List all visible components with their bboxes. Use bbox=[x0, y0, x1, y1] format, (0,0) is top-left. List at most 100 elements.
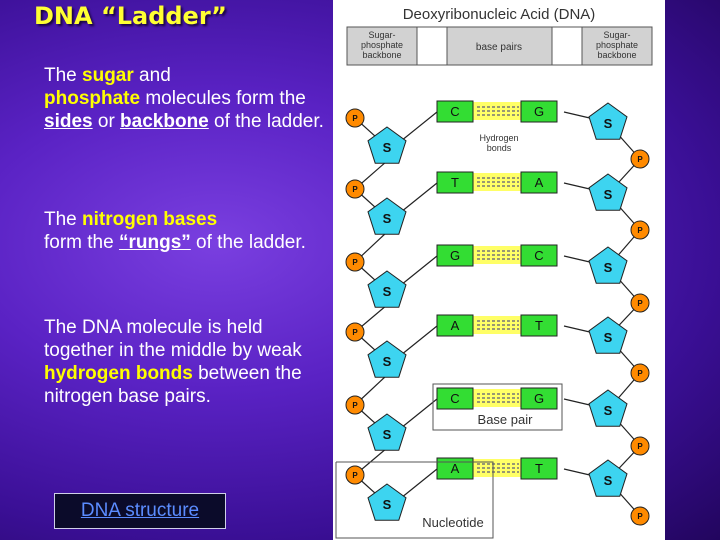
text: The bbox=[44, 209, 83, 230]
phosphate-left bbox=[345, 465, 365, 485]
sugar-left bbox=[367, 270, 407, 308]
sugar-base-bond bbox=[400, 325, 438, 356]
nucleotide-label: Nucleotide bbox=[422, 515, 483, 530]
legend-backbone-right bbox=[581, 26, 653, 66]
phosphate-right bbox=[630, 506, 650, 526]
sugar-left-label: S bbox=[383, 140, 392, 155]
sugar-base-bond bbox=[400, 468, 438, 499]
slide-title: DNA “Ladder” bbox=[34, 2, 227, 30]
base-right-label: A bbox=[535, 175, 544, 190]
phosphate-right bbox=[630, 293, 650, 313]
sugar-left-label: S bbox=[383, 497, 392, 512]
base-left-label: A bbox=[451, 318, 460, 333]
base-right bbox=[520, 100, 558, 123]
sugar-right-label: S bbox=[604, 473, 613, 488]
phosphate-right bbox=[630, 220, 650, 240]
base-left bbox=[436, 100, 474, 123]
base-right bbox=[520, 387, 558, 410]
base-right-label: G bbox=[534, 104, 544, 119]
text: The bbox=[44, 65, 83, 86]
phosphate-left bbox=[345, 108, 365, 128]
text: form the bbox=[44, 232, 119, 253]
underline-sides: sides bbox=[44, 111, 93, 132]
base-left bbox=[436, 457, 474, 480]
paragraph-hydrogen-bonds: The DNA molecule is held together in the… bbox=[44, 316, 324, 408]
sugar-left bbox=[367, 126, 407, 164]
sugar-base-bond bbox=[400, 255, 438, 286]
sugar-right bbox=[588, 102, 628, 140]
base-right-label: T bbox=[535, 461, 543, 476]
nucleotide-bracket bbox=[335, 461, 494, 539]
phosphate-left bbox=[345, 252, 365, 272]
sugar-left bbox=[367, 197, 407, 235]
base-left-label: C bbox=[450, 104, 459, 119]
text: between the nitrogen base pairs. bbox=[44, 363, 302, 407]
sugar-right-label: S bbox=[604, 403, 613, 418]
phosphate-right-label: P bbox=[637, 512, 643, 521]
base-right bbox=[520, 457, 558, 480]
text: or bbox=[92, 111, 121, 132]
phosphate-right-label: P bbox=[637, 155, 643, 164]
paragraph-rungs: The nitrogen bases form the “rungs” of t… bbox=[44, 208, 324, 254]
base-pair-bracket bbox=[432, 383, 563, 431]
highlight-sugar: sugar bbox=[82, 65, 134, 86]
base-right bbox=[520, 314, 558, 337]
sugar-base-bond bbox=[400, 182, 438, 213]
highlight-nitrogen-bases: nitrogen bases bbox=[82, 209, 218, 230]
sugar-right bbox=[588, 173, 628, 211]
phosphate-left bbox=[345, 179, 365, 199]
dna-diagram-svg: Deoxyribonucleic Acid (DNA) Sugar-phosph… bbox=[335, 6, 653, 539]
base-right-label: T bbox=[535, 318, 543, 333]
sugar-left bbox=[367, 483, 407, 521]
text: of the ladder. bbox=[208, 111, 324, 132]
base-right bbox=[520, 244, 558, 267]
legend-backbone-left bbox=[346, 26, 418, 66]
base-right-label: G bbox=[534, 391, 544, 406]
base-left-label: A bbox=[451, 461, 460, 476]
sugar-left-label: S bbox=[383, 427, 392, 442]
underline-rungs: “rungs” bbox=[118, 232, 191, 253]
paragraph-backbone: The sugar and phosphate molecules form t… bbox=[44, 64, 324, 133]
phosphate-left-label: P bbox=[352, 401, 358, 410]
base-left-label: G bbox=[450, 248, 460, 263]
underline-backbone: backbone bbox=[120, 111, 209, 132]
phosphate-right-label: P bbox=[637, 369, 643, 378]
base-left-label: C bbox=[450, 391, 459, 406]
sugar-right-label: S bbox=[604, 116, 613, 131]
sugar-left-label: S bbox=[383, 284, 392, 299]
base-right bbox=[520, 171, 558, 194]
base-pair-label: Base pair bbox=[478, 412, 534, 427]
phosphate-left-label: P bbox=[352, 185, 358, 194]
legend-gap-left bbox=[416, 26, 448, 66]
base-left bbox=[436, 171, 474, 194]
phosphate-right-label: P bbox=[637, 226, 643, 235]
sugar-right-label: S bbox=[604, 330, 613, 345]
base-left bbox=[436, 244, 474, 267]
sugar-right-label: S bbox=[604, 187, 613, 202]
sugar-base-bond bbox=[400, 398, 438, 429]
phosphate-right bbox=[630, 149, 650, 169]
phosphate-left-label: P bbox=[352, 114, 358, 123]
sugar-right bbox=[588, 459, 628, 497]
text: The DNA molecule is held together in the… bbox=[44, 317, 302, 361]
base-left-label: T bbox=[451, 175, 459, 190]
dna-structure-link[interactable]: DNA structure bbox=[54, 493, 226, 529]
sugar-left bbox=[367, 413, 407, 451]
sugar-base-bond bbox=[400, 111, 438, 142]
sugar-right bbox=[588, 389, 628, 427]
phosphate-right bbox=[630, 436, 650, 456]
sugar-right-label: S bbox=[604, 260, 613, 275]
text: and bbox=[133, 65, 171, 86]
phosphate-right bbox=[630, 363, 650, 383]
dna-diagram: Deoxyribonucleic Acid (DNA) Sugar-phosph… bbox=[333, 0, 665, 540]
sugar-right bbox=[588, 246, 628, 284]
diagram-header-title: Deoxyribonucleic Acid (DNA) bbox=[403, 6, 596, 23]
sugar-left-label: S bbox=[383, 211, 392, 226]
text: of the ladder. bbox=[190, 232, 306, 253]
sugar-left-label: S bbox=[383, 354, 392, 369]
